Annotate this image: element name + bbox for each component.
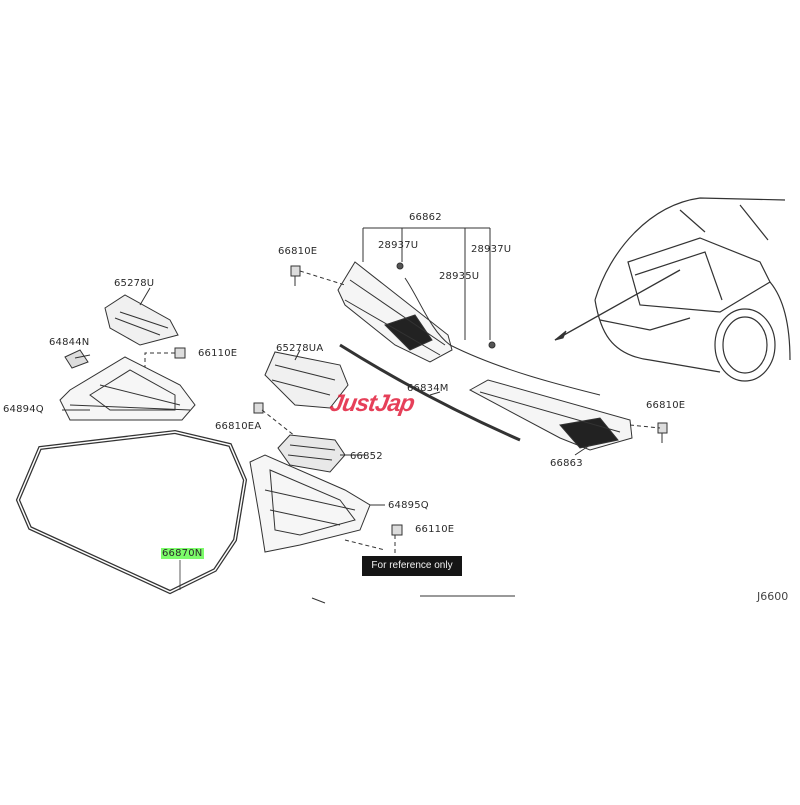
- label-64894Q: 64894Q: [3, 404, 44, 415]
- clip-66110E-bottom: [391, 524, 403, 536]
- car-outline: [594, 197, 791, 382]
- seal-66870N: [15, 429, 248, 595]
- label-66834M: 66834M: [407, 383, 449, 394]
- watermark-logo: JustJap: [327, 390, 417, 417]
- reference-notice: For reference only: [362, 556, 462, 576]
- cowl-top-66862: [337, 261, 453, 363]
- label-28937U-a: 28937U: [378, 240, 419, 251]
- washer-hose: [404, 277, 601, 396]
- label-64895Q: 64895Q: [388, 500, 429, 511]
- label-65278UA: 65278UA: [276, 343, 324, 354]
- clip-66110E-top: [174, 347, 186, 359]
- label-28937U-b: 28937U: [471, 244, 512, 255]
- label-66810E-a: 66810E: [278, 246, 318, 257]
- label-66110E-a: 66110E: [198, 348, 238, 359]
- cover-65278U: [104, 294, 179, 346]
- label-66852: 66852: [350, 451, 383, 462]
- clip-66810EA: [253, 402, 264, 414]
- label-66110E-b: 66110E: [415, 524, 455, 535]
- clip-66810E-right: [657, 422, 668, 443]
- label-64844N: 64844N: [49, 337, 90, 348]
- diagram-code: J6600: [757, 590, 789, 603]
- bracket-66862: [362, 227, 491, 340]
- label-28935U: 28935U: [439, 271, 480, 282]
- label-66810EA: 66810EA: [215, 421, 262, 432]
- clip-66810E-left: [290, 265, 301, 286]
- label-66870N: 66870N: [161, 548, 204, 559]
- bracket-64895Q: [249, 454, 371, 553]
- label-65278U: 65278U: [114, 278, 155, 289]
- label-66810E-b: 66810E: [646, 400, 686, 411]
- label-66863: 66863: [550, 458, 583, 469]
- pointer-arrow: [554, 269, 681, 341]
- seal-66834M: [339, 343, 521, 442]
- bracket-64894Q: [59, 356, 196, 421]
- pad-64844N: [64, 349, 89, 369]
- label-66862: 66862: [409, 212, 442, 223]
